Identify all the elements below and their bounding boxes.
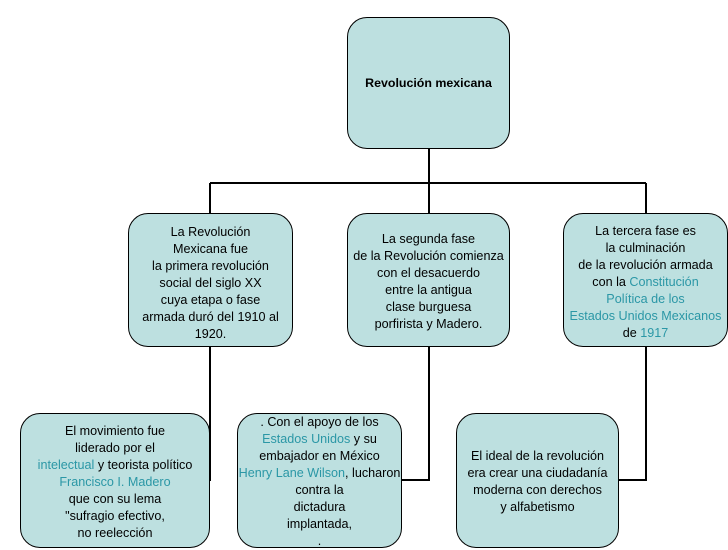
- support-line: . Con el apoyo de los: [260, 415, 379, 429]
- support-line: .: [317, 534, 322, 548]
- phase1-line: 1920.: [194, 327, 227, 341]
- link-henry-lane-wilson[interactable]: Henry Lane Wilson: [238, 466, 346, 480]
- phase2-line: porfirista y Madero.: [374, 317, 483, 331]
- support-text: , lucharon: [345, 466, 401, 480]
- node-us-support: . Con el apoyo de los Estados Unidos y s…: [237, 413, 402, 548]
- root-title: Revolución mexicana: [365, 75, 492, 90]
- link-intelectual[interactable]: intelectual: [37, 458, 95, 472]
- node-phase-three: La tercera fase es la culminación de la …: [563, 213, 728, 347]
- phase3-line: La tercera fase es: [595, 224, 696, 238]
- connector-phase3-to-ideal: [619, 347, 647, 481]
- leader-text: y teorista político: [94, 458, 193, 472]
- phase3-text: de: [622, 326, 641, 340]
- phase1-line: Mexicana fue: [173, 242, 248, 256]
- phase3-text: con la: [592, 275, 630, 289]
- phase2-line: clase burguesa: [385, 300, 472, 314]
- leader-line: intelectual y teorista político: [21, 457, 209, 474]
- phase1-line: social del siglo XX: [159, 276, 262, 290]
- support-line: dictadura: [293, 500, 346, 514]
- link-estados-unidos-mexicanos[interactable]: Estados Unidos Mexicanos: [569, 309, 722, 323]
- ideal-line: era crear una ciudadanía: [467, 466, 608, 480]
- link-1917[interactable]: 1917: [640, 326, 669, 340]
- phase2-line: La segunda fase: [381, 232, 476, 246]
- phase3-line: de la revolución armada: [578, 258, 713, 272]
- node-phase-two: La segunda fase de la Revolución comienz…: [347, 213, 510, 347]
- link-estados-unidos[interactable]: Estados Unidos: [262, 432, 351, 446]
- phase2-line: de la Revolución comienza: [353, 249, 504, 263]
- phase1-line: cuya etapa o fase: [160, 293, 261, 307]
- link-francisco-madero[interactable]: Francisco I. Madero: [59, 475, 171, 489]
- root-node-revolucion-mexicana: Revolución mexicana: [347, 17, 510, 149]
- support-line: contra la: [295, 483, 344, 497]
- support-line: Estados Unidos y su: [238, 431, 401, 448]
- support-text: y su: [350, 432, 377, 446]
- connector-phase2-to-support: [402, 347, 430, 481]
- ideal-line: y alfabetismo: [500, 500, 575, 514]
- phase3-line: la culminación: [605, 241, 686, 255]
- support-line: embajador en México: [259, 449, 380, 463]
- node-madero-leadership: El movimiento fue liderado por el intele…: [20, 413, 210, 548]
- leader-line: que con su lema: [68, 492, 162, 506]
- leader-line: liderado por el: [75, 441, 155, 455]
- link-politica-de-los[interactable]: Política de los: [606, 292, 685, 306]
- phase1-line: La Revolución: [170, 225, 251, 239]
- link-constitucion[interactable]: Constitución: [629, 275, 699, 289]
- phase3-line: de 1917: [564, 325, 727, 342]
- ideal-line: El ideal de la revolución: [470, 449, 604, 463]
- node-revolution-ideal: El ideal de la revolución era crear una …: [456, 413, 619, 548]
- leader-line: El movimiento fue: [64, 424, 166, 438]
- node-phase-one: La Revolución Mexicana fue la primera re…: [128, 213, 293, 347]
- phase2-line: con el desacuerdo: [377, 266, 480, 280]
- phase1-line: armada duró del 1910 al: [142, 310, 279, 324]
- support-line: implantada,: [286, 517, 353, 531]
- phase1-line: la primera revolución: [152, 259, 269, 273]
- phase2-line: entre la antigua: [385, 283, 472, 297]
- ideal-line: moderna con derechos: [473, 483, 602, 497]
- phase3-line: con la Constitución: [564, 274, 727, 291]
- support-line: Henry Lane Wilson, lucharon: [238, 465, 401, 482]
- leader-line: "sufragio efectivo,: [65, 509, 165, 523]
- leader-line: no reelección: [77, 526, 153, 540]
